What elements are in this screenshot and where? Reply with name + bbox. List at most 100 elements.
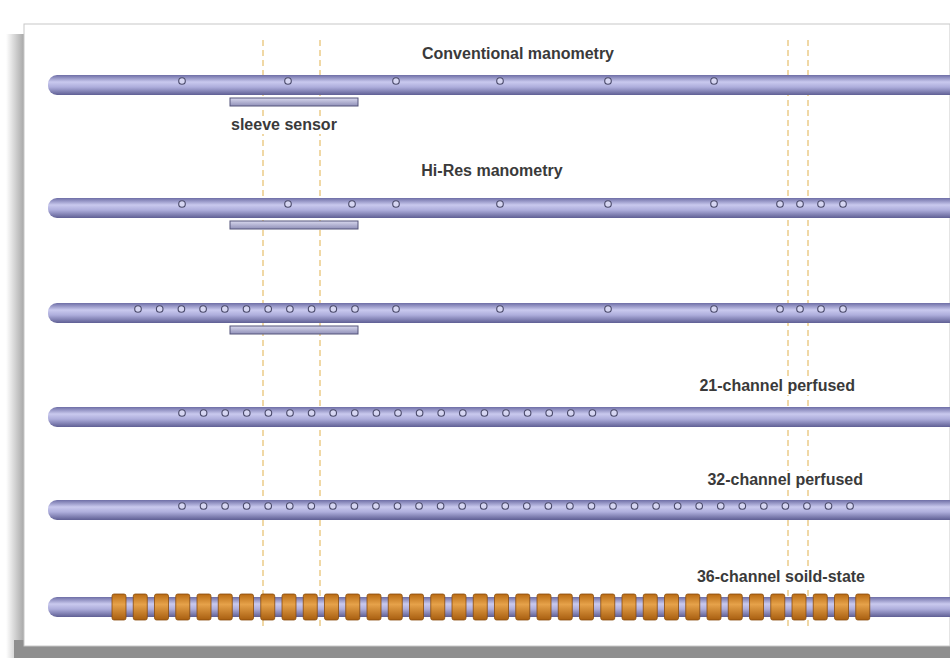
pressure-sensor bbox=[622, 594, 636, 620]
pressure-sensor bbox=[452, 594, 466, 620]
pressure-sensor bbox=[495, 594, 509, 620]
side-hole bbox=[373, 503, 380, 510]
side-hole bbox=[524, 410, 531, 417]
side-hole bbox=[631, 503, 638, 510]
catheter-title: Conventional manometry bbox=[419, 45, 617, 63]
catheter-title: 21-channel perfused bbox=[696, 377, 858, 395]
catheter-tube bbox=[48, 407, 950, 427]
side-hole bbox=[416, 503, 423, 510]
side-hole bbox=[502, 503, 509, 510]
side-hole bbox=[825, 503, 832, 510]
side-hole bbox=[497, 78, 504, 85]
pressure-sensor bbox=[346, 594, 360, 620]
side-hole bbox=[438, 410, 445, 417]
pressure-sensor bbox=[728, 594, 742, 620]
side-hole bbox=[285, 201, 292, 208]
pressure-sensor bbox=[431, 594, 445, 620]
tube-body bbox=[48, 75, 950, 95]
side-hole bbox=[497, 201, 504, 208]
catheter-tube bbox=[48, 75, 950, 106]
sleeve-label: sleeve sensor bbox=[228, 116, 340, 134]
side-hole bbox=[567, 503, 574, 510]
side-hole bbox=[818, 201, 825, 208]
pressure-sensor bbox=[580, 594, 594, 620]
side-hole bbox=[308, 503, 315, 510]
side-hole bbox=[393, 306, 400, 313]
pressure-sensor bbox=[133, 594, 147, 620]
side-hole bbox=[717, 503, 724, 510]
side-hole bbox=[179, 78, 186, 85]
side-hole bbox=[352, 410, 359, 417]
side-hole bbox=[287, 306, 294, 313]
pressure-sensor bbox=[282, 594, 296, 620]
side-hole bbox=[308, 306, 315, 313]
side-hole bbox=[804, 503, 811, 510]
side-hole bbox=[711, 201, 718, 208]
side-hole bbox=[352, 306, 359, 313]
frame bbox=[24, 24, 950, 646]
catheter-tube bbox=[48, 303, 950, 334]
side-hole bbox=[156, 306, 163, 313]
catheter-tube bbox=[48, 198, 950, 229]
side-hole bbox=[393, 78, 400, 85]
sleeve-sensor bbox=[230, 221, 358, 229]
catheter-tube bbox=[48, 594, 950, 620]
side-hole bbox=[605, 201, 612, 208]
pressure-sensor bbox=[261, 594, 275, 620]
side-hole bbox=[393, 201, 400, 208]
side-hole bbox=[243, 503, 250, 510]
pressure-sensor bbox=[856, 594, 870, 620]
tube-body bbox=[48, 198, 950, 218]
side-hole bbox=[395, 410, 402, 417]
catheter-title: 32-channel perfused bbox=[704, 471, 866, 489]
side-hole bbox=[711, 306, 718, 313]
side-hole bbox=[349, 201, 356, 208]
catheters bbox=[48, 75, 950, 620]
pressure-sensor bbox=[813, 594, 827, 620]
pressure-sensor bbox=[325, 594, 339, 620]
side-hole bbox=[588, 503, 595, 510]
pressure-sensor bbox=[537, 594, 551, 620]
side-hole bbox=[674, 503, 681, 510]
side-hole bbox=[330, 306, 337, 313]
catheter-title: Hi-Res manometry bbox=[418, 162, 565, 180]
pressure-sensor bbox=[686, 594, 700, 620]
side-hole bbox=[611, 410, 618, 417]
sleeve-sensor bbox=[230, 326, 358, 334]
pressure-sensor bbox=[176, 594, 190, 620]
side-hole bbox=[459, 503, 466, 510]
pressure-sensor bbox=[155, 594, 169, 620]
side-hole bbox=[265, 410, 272, 417]
sleeve-sensor bbox=[230, 98, 358, 106]
side-hole bbox=[200, 410, 207, 417]
pressure-sensor bbox=[473, 594, 487, 620]
side-hole bbox=[761, 503, 768, 510]
tube-body bbox=[48, 500, 950, 520]
side-hole bbox=[179, 201, 186, 208]
side-hole bbox=[394, 503, 401, 510]
catheter-tube bbox=[48, 500, 950, 520]
side-hole bbox=[460, 410, 467, 417]
pressure-sensor bbox=[516, 594, 530, 620]
side-hole bbox=[711, 78, 718, 85]
pressure-sensor bbox=[707, 594, 721, 620]
pressure-sensor bbox=[388, 594, 402, 620]
side-hole bbox=[797, 306, 804, 313]
pressure-sensor bbox=[601, 594, 615, 620]
side-hole bbox=[286, 503, 293, 510]
side-hole bbox=[330, 410, 337, 417]
side-hole bbox=[287, 410, 294, 417]
pressure-sensor bbox=[665, 594, 679, 620]
pressure-sensor bbox=[112, 594, 126, 620]
side-hole bbox=[653, 503, 660, 510]
side-hole bbox=[243, 306, 250, 313]
pressure-sensor bbox=[303, 594, 317, 620]
side-hole bbox=[777, 306, 784, 313]
side-hole bbox=[777, 201, 784, 208]
side-hole bbox=[546, 410, 553, 417]
side-hole bbox=[797, 201, 804, 208]
pressure-sensor bbox=[410, 594, 424, 620]
